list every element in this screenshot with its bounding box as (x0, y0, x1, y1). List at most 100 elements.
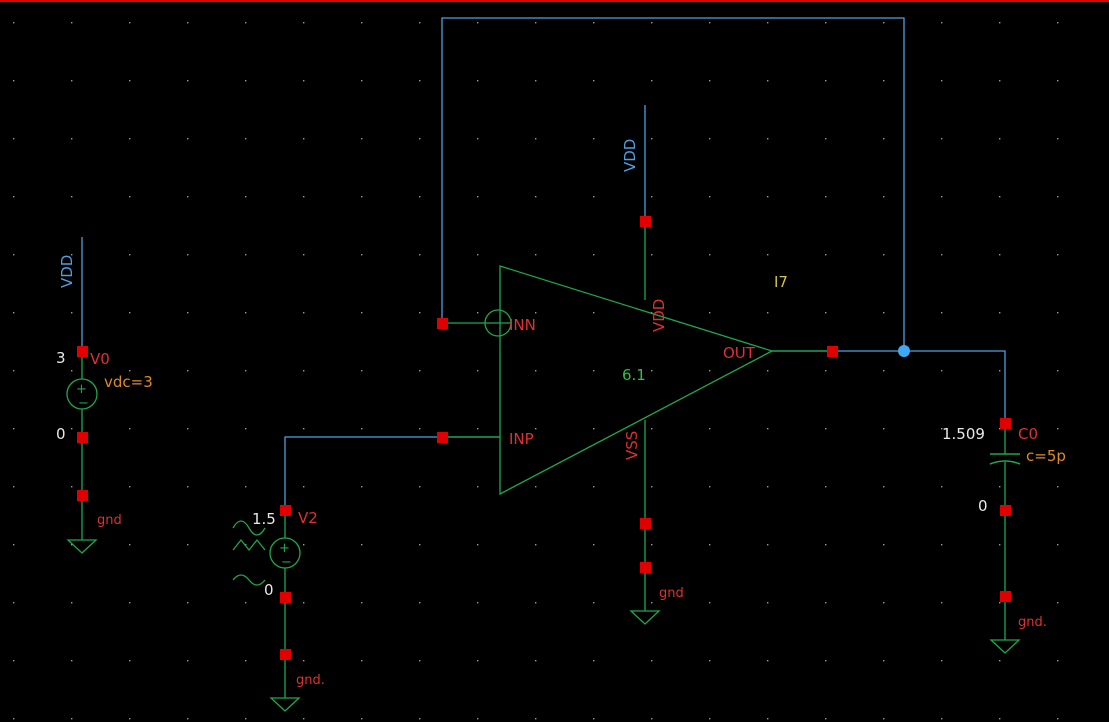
inp-wire[interactable] (284, 436, 500, 510)
c0-bottom-voltage: 0 (978, 497, 988, 515)
grid-dot (535, 138, 537, 140)
grid-dot (245, 196, 247, 198)
grid-dot (477, 22, 479, 24)
grid-dot (245, 254, 247, 256)
grid-dot (477, 370, 479, 372)
pin-markers (77, 216, 1011, 660)
v2-name: V2 (298, 509, 318, 527)
pin-c0-bottom[interactable] (1000, 505, 1011, 516)
output-wire[interactable] (772, 350, 1006, 423)
grid-dot (709, 486, 711, 488)
grid-dot (129, 486, 131, 488)
opamp-ground[interactable]: gnd (629, 567, 684, 625)
pin-v0-top[interactable] (77, 346, 88, 357)
grid-dot (71, 138, 73, 140)
grid-dot (941, 312, 943, 314)
grid-dot (477, 80, 479, 82)
grid-dot (767, 718, 769, 720)
grid-dot (593, 22, 595, 24)
grid-dot (303, 660, 305, 662)
grid-dot (535, 718, 537, 720)
grid-dot (825, 22, 827, 24)
grid-dot (187, 196, 189, 198)
grid-dot (535, 80, 537, 82)
grid-dot (883, 602, 885, 604)
grid-dot (245, 22, 247, 24)
grid-dot (941, 428, 943, 430)
grid-dot (709, 80, 711, 82)
v0-bottom-voltage: 0 (56, 425, 66, 443)
grid-dot (593, 718, 595, 720)
grid-dot (941, 660, 943, 662)
grid-dot (651, 428, 653, 430)
pin-vss-gnd[interactable] (640, 562, 651, 573)
grid-dot (941, 602, 943, 604)
grid-dot (303, 544, 305, 546)
grid-dot (535, 486, 537, 488)
opamp-vdd-net-label: VDD (621, 139, 639, 172)
c0-ground[interactable]: gnd. (989, 596, 1047, 654)
grid-dot (187, 370, 189, 372)
grid-dot (941, 22, 943, 24)
pin-v2-top[interactable] (280, 505, 291, 516)
pin-label-out: OUT (723, 344, 756, 362)
grid-dot (709, 370, 711, 372)
grid-dot (535, 428, 537, 430)
grid-dot (825, 138, 827, 140)
grid-dot (1057, 486, 1059, 488)
opamp-i7[interactable]: INN INP OUT VDD VSS I7 6.1 (442, 221, 832, 567)
v0-dc-source[interactable]: + − V0 vdc=3 3 0 (56, 349, 153, 495)
pin-v2-bottom[interactable] (280, 592, 291, 603)
feedback-wire[interactable] (441, 17, 905, 351)
v0-ground[interactable]: gnd (66, 495, 122, 554)
grid-dot (535, 660, 537, 662)
pin-vss[interactable] (640, 518, 651, 529)
grid-dot (477, 718, 479, 720)
grid-dot (13, 544, 15, 546)
pin-c0-top[interactable] (1000, 418, 1011, 429)
v0-name: V0 (90, 350, 110, 368)
pin-v0-bottom[interactable] (77, 432, 88, 443)
grid-dot (999, 196, 1001, 198)
grid-dot (129, 544, 131, 546)
pin-c0-gnd[interactable] (1000, 591, 1011, 602)
grid-dot (825, 660, 827, 662)
output-junction-dot[interactable] (898, 345, 910, 357)
ground-icon (989, 639, 1021, 654)
pin-out[interactable] (827, 346, 838, 357)
grid-dot (419, 660, 421, 662)
grid-dot (593, 428, 595, 430)
ground-icon (269, 697, 301, 712)
grid-dot (361, 718, 363, 720)
grid-dot (651, 22, 653, 24)
v2-minus-icon: − (281, 555, 292, 570)
v0-vdd-net-label: VDD (58, 255, 76, 288)
v2-ground[interactable]: gnd. (269, 654, 325, 712)
grid-dot (593, 196, 595, 198)
grid-dot (71, 22, 73, 24)
grid-dot (825, 428, 827, 430)
v2-source[interactable]: + − V2 1.5 0 (232, 509, 318, 599)
grid-dot (1057, 370, 1059, 372)
grid-dot (651, 718, 653, 720)
pin-v2-gnd[interactable] (280, 649, 291, 660)
opamp-output-voltage: 6.1 (622, 366, 646, 384)
grid-dot (535, 370, 537, 372)
pin-v0-gnd[interactable] (77, 490, 88, 501)
grid-dot (187, 660, 189, 662)
grid-dot (941, 544, 943, 546)
grid-dot (187, 138, 189, 140)
grid-dot (245, 138, 247, 140)
grid-dot (129, 22, 131, 24)
pin-vdd[interactable] (640, 216, 651, 227)
grid-dot (71, 370, 73, 372)
pin-inn[interactable] (437, 318, 448, 329)
pin-inp[interactable] (437, 432, 448, 443)
grid-dot (941, 370, 943, 372)
grid-dot (303, 196, 305, 198)
grid-dot (999, 370, 1001, 372)
c0-capacitor[interactable]: C0 c=5p 1.509 0 (942, 423, 1066, 515)
v0-top-voltage: 3 (56, 349, 66, 367)
v2-gnd-label: gnd. (296, 673, 325, 688)
